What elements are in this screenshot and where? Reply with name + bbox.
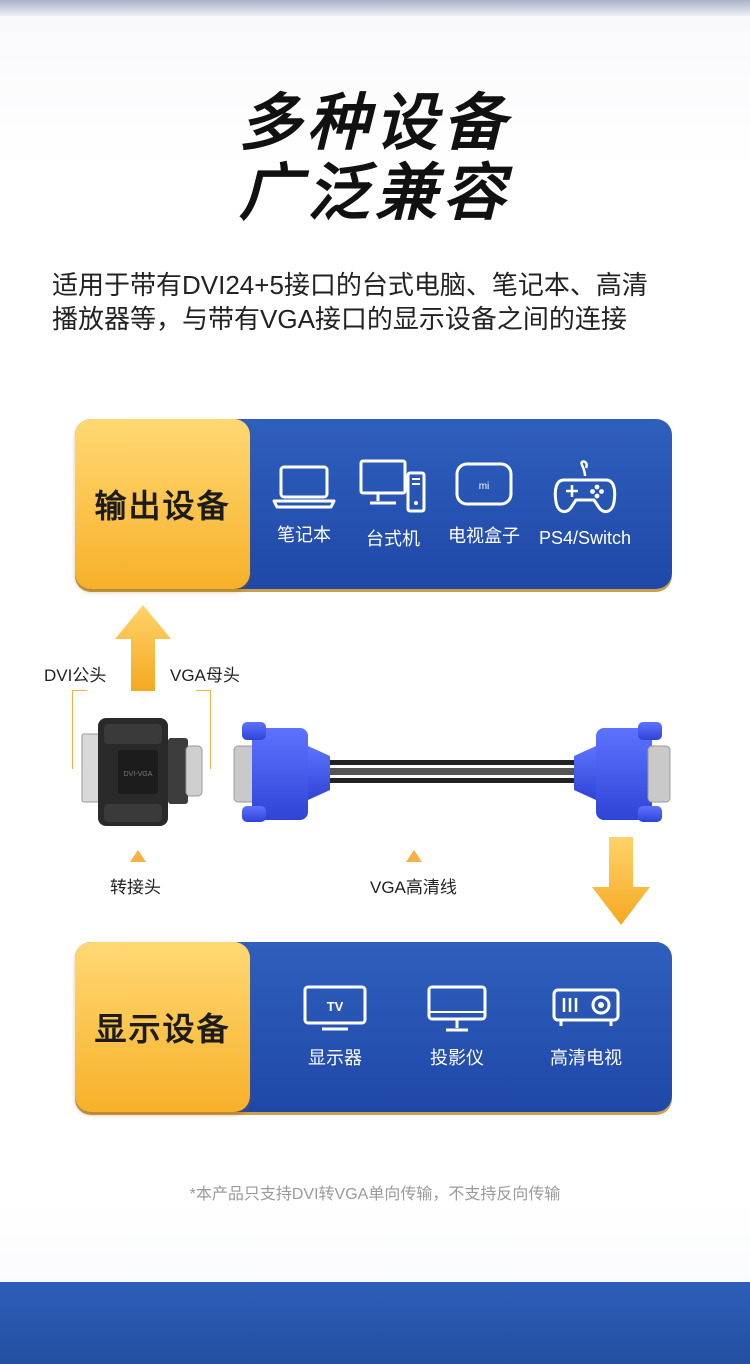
down-arrow-icon [592, 837, 650, 925]
dvi-bracket [72, 690, 87, 769]
output-device-list: 笔记本 台式机 mi 电视盒子 [260, 419, 640, 589]
device-monitor: TV 显示器 [280, 984, 390, 1070]
device-laptop: 笔记本 [260, 461, 348, 547]
device-label: 高清电视 [550, 1048, 622, 1068]
adapter-pointer-icon [130, 850, 146, 862]
svg-text:DVI-VGA: DVI-VGA [124, 771, 153, 778]
bottom-band [0, 1282, 750, 1364]
vga-female-label: VGA母头 [170, 666, 240, 685]
device-tv-box: mi 电视盒子 [438, 460, 530, 548]
top-band [0, 0, 750, 16]
device-projector-screen: 投影仪 [390, 984, 524, 1070]
device-label: PS4/Switch [538, 527, 632, 548]
device-game-console: PS4/Switch [530, 459, 640, 549]
vga-cable [233, 722, 671, 822]
display-device-list: TV 显示器 投影仪 高清电视 [280, 942, 648, 1112]
projector-icon [552, 988, 620, 1026]
device-label: 电视盒子 [448, 526, 520, 546]
gamepad-icon [553, 459, 617, 513]
projector-screen-icon [427, 985, 487, 1032]
subtitle-line1: 适用于带有DVI24+5接口的台式电脑、笔记本、高清 [52, 270, 648, 300]
footnote: *本产品只支持DVI转VGA单向传输，不支持反向传输 [189, 1186, 561, 1203]
up-arrow-icon [115, 605, 171, 691]
vga-bracket [196, 690, 211, 769]
cable-label: VGA高清线 [370, 878, 457, 897]
desktop-icon [359, 459, 426, 513]
device-label: 台式机 [366, 529, 420, 549]
device-label: 投影仪 [430, 1048, 484, 1068]
display-devices-panel: 显示设备 TV 显示器 投影仪 [75, 942, 672, 1112]
dvi-vga-adapter: DVI-VGA [81, 718, 203, 826]
cable-pointer-icon [406, 850, 422, 862]
svg-text:TV: TV [327, 999, 344, 1014]
page-title-line1: 多种设备 [238, 89, 511, 158]
device-desktop: 台式机 [348, 457, 438, 551]
page-title-line2: 广泛兼容 [238, 159, 511, 228]
laptop-icon [272, 465, 336, 509]
adapter-label: 转接头 [110, 878, 161, 897]
display-devices-badge: 显示设备 [75, 942, 250, 1112]
dvi-male-label: DVI公头 [44, 666, 107, 685]
display-devices-title: 显示设备 [94, 1011, 231, 1047]
output-devices-panel: 输出设备 笔记本 台式机 mi 电视盒子 [75, 419, 672, 589]
page-subtitle: 适用于带有DVI24+5接口的台式电脑、笔记本、高清 播放器等，与带有VGA接口… [52, 268, 712, 336]
device-label: 笔记本 [277, 525, 331, 545]
subtitle-line2: 播放器等，与带有VGA接口的显示设备之间的连接 [52, 304, 627, 334]
device-label: 显示器 [308, 1048, 362, 1068]
svg-text:mi: mi [479, 481, 490, 492]
monitor-tv-icon: TV [303, 985, 367, 1031]
device-hd-tv: 高清电视 [524, 984, 648, 1070]
output-devices-title: 输出设备 [94, 488, 231, 524]
output-devices-badge: 输出设备 [75, 419, 250, 589]
tv-box-icon: mi [455, 462, 513, 506]
